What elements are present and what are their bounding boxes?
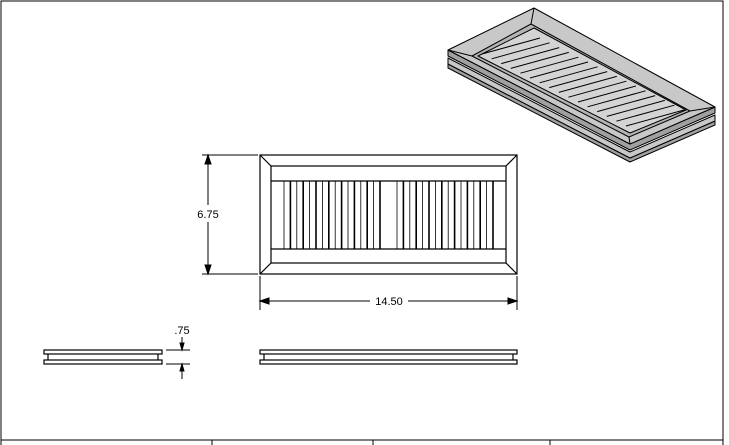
iso-louver-slat	[606, 99, 665, 117]
thickness-dimension	[166, 337, 190, 379]
iso-louver-slat	[577, 85, 637, 103]
iso-louvers	[481, 37, 685, 127]
thickness-dimension-label: .75	[174, 325, 189, 337]
iso-louver-slat	[491, 42, 550, 60]
iso-louver-slat	[481, 37, 541, 55]
width-dimension	[258, 276, 519, 310]
iso-louver-slat	[587, 90, 646, 108]
iso-louver-slat	[616, 104, 675, 122]
iso-louver-slat	[529, 61, 589, 79]
bottom-view	[259, 349, 518, 365]
iso-louver-slat	[539, 66, 598, 84]
isometric-view	[447, 7, 716, 163]
iso-louver-slat	[625, 109, 685, 127]
front-view	[259, 154, 518, 275]
front-louvers	[283, 181, 494, 249]
iso-louver-slat	[549, 71, 608, 89]
iso-louver-slat	[558, 75, 617, 93]
title-block	[1, 439, 723, 445]
width-dimension-label: 14.50	[375, 296, 403, 308]
iso-louver-slat	[568, 80, 627, 98]
iso-louver-slat	[501, 47, 560, 65]
height-dimension	[202, 153, 258, 276]
iso-louver-slat	[520, 56, 579, 74]
iso-louver-slat	[597, 95, 656, 113]
height-dimension-label: 6.75	[197, 209, 218, 221]
iso-louver-slat	[510, 51, 569, 69]
side-view	[43, 349, 163, 365]
